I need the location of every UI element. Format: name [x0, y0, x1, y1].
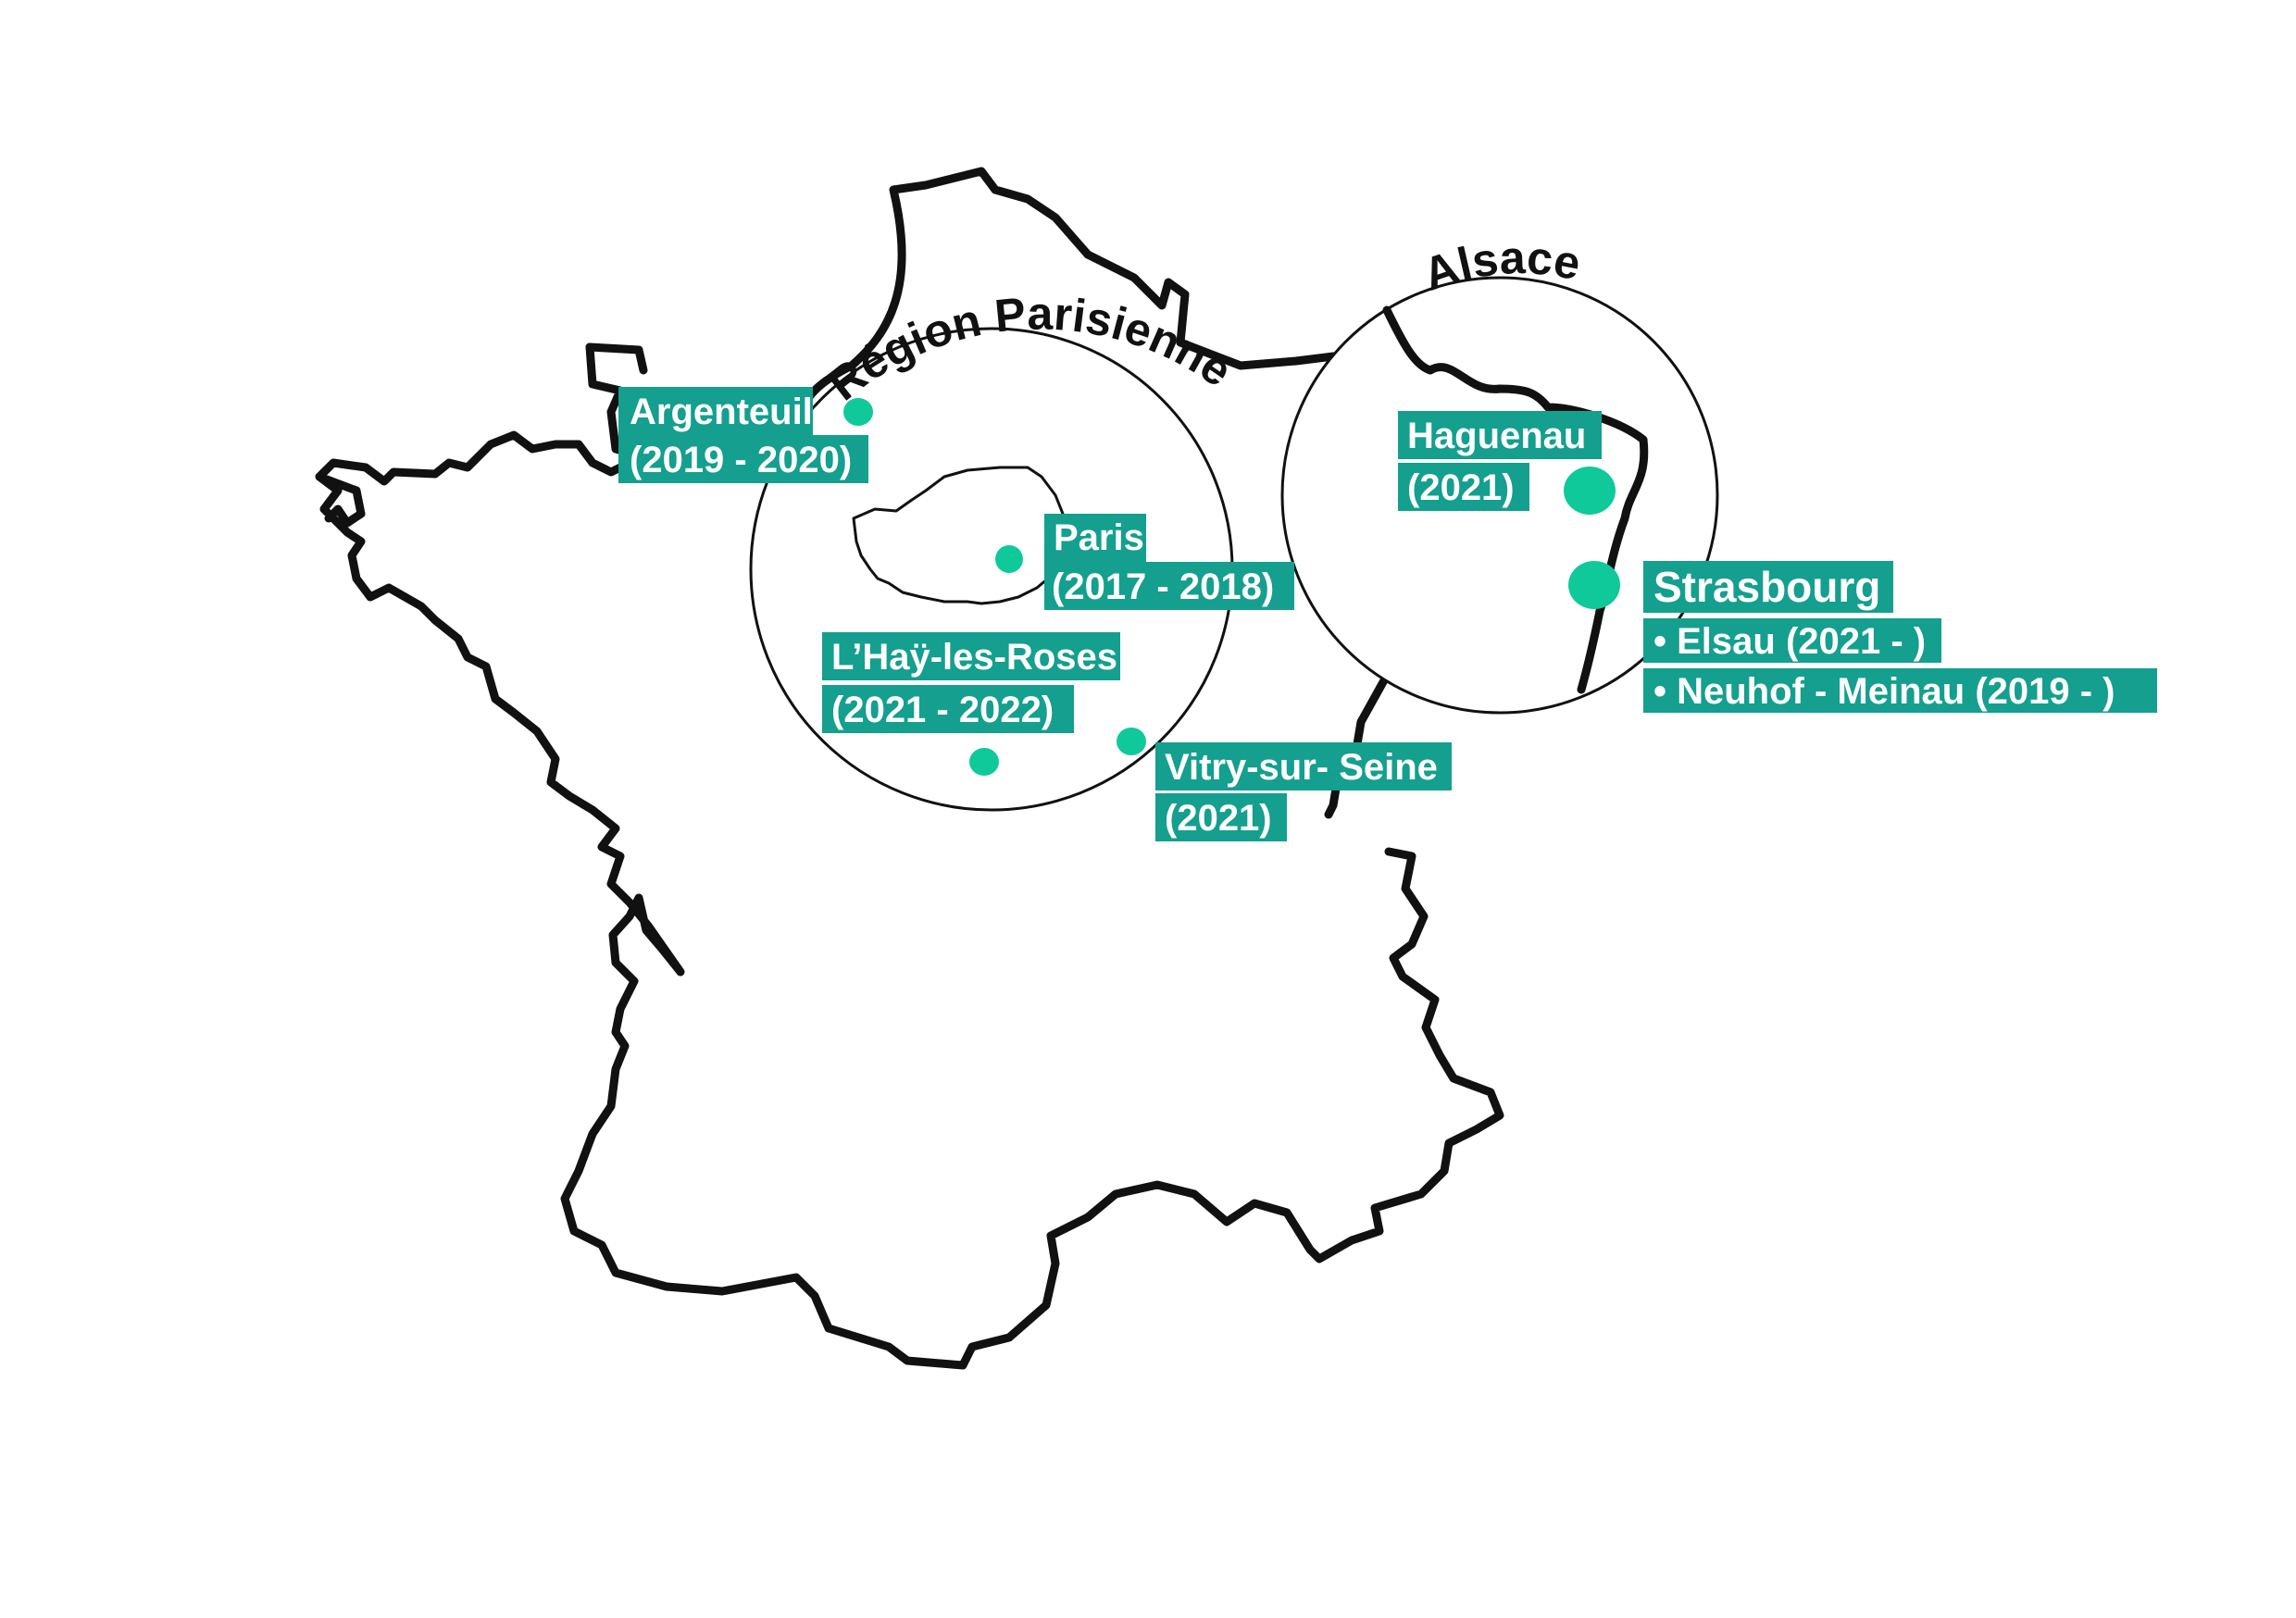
strasbourg-name-box: [1643, 561, 1893, 613]
lhay-years-box: [822, 685, 1074, 733]
haguenau-years: (2021): [1407, 467, 1515, 508]
argenteuil-name-box: [618, 387, 813, 435]
argenteuil-marker: [843, 398, 873, 426]
vitry-years: (2021): [1165, 798, 1272, 839]
normandy-peninsula: [585, 342, 648, 375]
paris-marker: [995, 545, 1023, 573]
neuhof-box: [1643, 668, 2157, 713]
paris-name-box: [1044, 514, 1146, 562]
elsau-item: • Elsau (2021 - ): [1653, 621, 1926, 662]
lhay-years: (2021 - 2022): [831, 690, 1054, 730]
strasbourg-name: Strasbourg: [1653, 563, 1880, 611]
haguenau-name-box: [1398, 411, 1602, 459]
lhay-name: L’Haÿ-les-Roses: [831, 637, 1117, 678]
elsau-box: [1643, 618, 1941, 663]
haguenau-years-box: [1398, 463, 1529, 511]
paris-years-box: [1044, 562, 1294, 610]
argenteuil-years: (2019 - 2020): [630, 440, 852, 480]
strasbourg-marker: [1568, 561, 1620, 609]
paris-years: (2017 - 2018): [1052, 566, 1274, 607]
neuhof-item: • Neuhof - Meinau (2019 - ): [1653, 671, 2115, 712]
lhay-marker: [969, 748, 999, 776]
paris-name: Paris: [1054, 517, 1144, 558]
vitry-name: Vitry-sur- Seine: [1165, 747, 1438, 788]
vitry-years-box: [1155, 793, 1287, 841]
haguenau-name: Haguenau: [1407, 416, 1586, 456]
argenteuil-name: Argenteuil: [630, 392, 813, 432]
lhay-name-box: [822, 632, 1120, 680]
argenteuil-years-box: [618, 435, 868, 483]
vitry-marker: [1117, 728, 1146, 755]
vitry-name-box: [1155, 742, 1452, 790]
haguenau-marker: [1564, 467, 1616, 515]
